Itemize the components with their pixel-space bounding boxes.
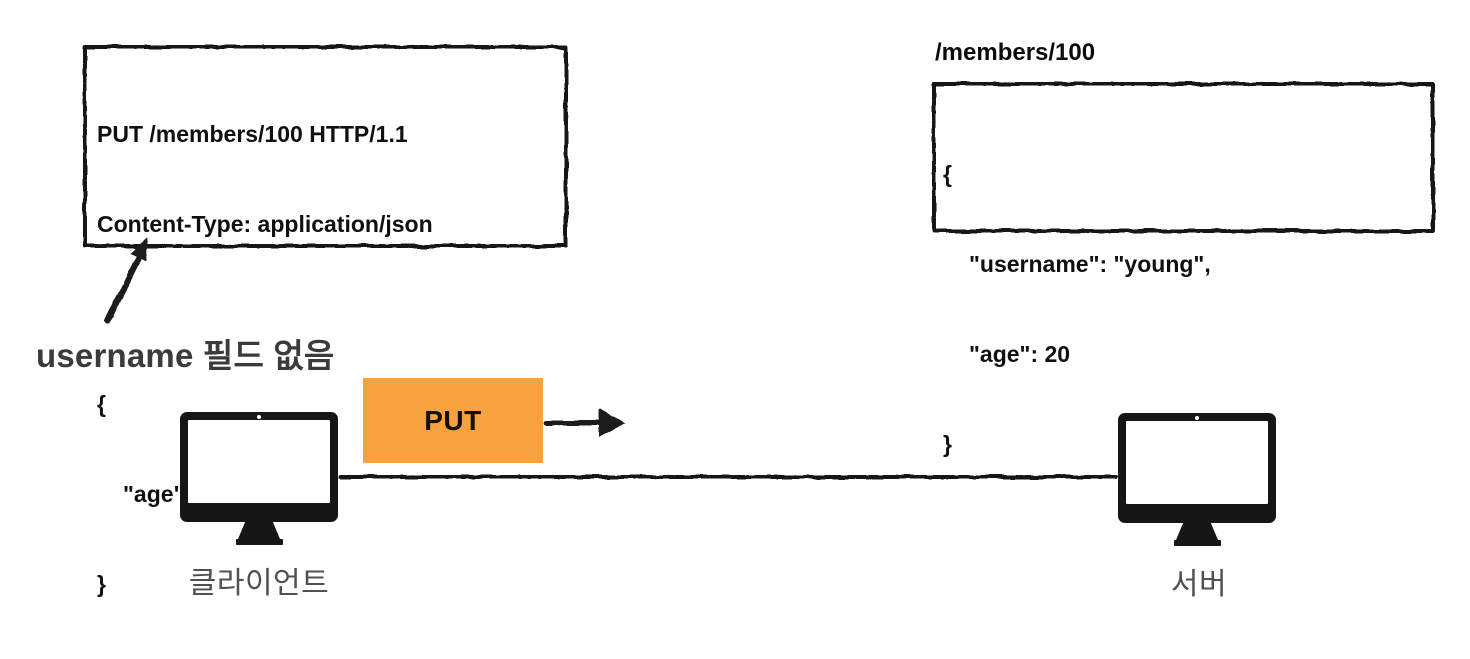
request-line-brace-close: }: [97, 571, 106, 597]
server-line-username: "username": "young",: [969, 251, 1211, 277]
http-put-diagram: PUT /members/100 HTTP/1.1 Content-Type: …: [36, 39, 1435, 601]
put-method-box: PUT: [363, 378, 543, 463]
connection-line: [339, 475, 1118, 479]
server-box-border: [932, 82, 1435, 233]
http-request-box: PUT /members/100 HTTP/1.1 Content-Type: …: [83, 45, 568, 597]
put-arrow-icon: [543, 409, 626, 437]
server-label: 서버: [1170, 568, 1228, 601]
resource-path-label: /members/100: [935, 39, 1096, 66]
server-monitor-stand: [1176, 523, 1218, 540]
server-line-brace-close: }: [943, 431, 952, 457]
server-monitor-body: [1118, 413, 1276, 523]
request-box-content: PUT /members/100 HTTP/1.1 Content-Type: …: [87, 49, 564, 597]
put-method-label: PUT: [424, 404, 482, 436]
server-box-content: { "username": "young", "age": 20 }: [936, 86, 1431, 457]
server-line-age: "age": 20: [969, 341, 1071, 367]
request-line-method: PUT /members/100 HTTP/1.1: [97, 121, 408, 147]
client-label: 클라이언트: [188, 567, 330, 600]
server-data-box: { "username": "young", "age": 20 }: [932, 82, 1435, 457]
client-monitor-base: [235, 539, 283, 545]
request-line-blank: [97, 299, 558, 329]
client-monitor-screen: [188, 420, 330, 503]
camera-dot-icon: [257, 415, 261, 419]
server-monitor-icon: [1118, 413, 1276, 546]
client-monitor-body: [180, 412, 338, 522]
client-monitor-stand: [238, 522, 280, 539]
server-monitor-screen: [1126, 421, 1268, 504]
annotation-arrow-icon: [105, 238, 148, 323]
annotation-label: username 필드 없음: [36, 337, 335, 374]
client-monitor-icon: [180, 412, 338, 545]
request-line-content-type: Content-Type: application/json: [97, 211, 433, 237]
server-line-brace-open: {: [943, 161, 952, 187]
server-monitor-base: [1173, 540, 1221, 546]
camera-dot-icon: [1195, 416, 1199, 420]
request-line-brace-open: {: [97, 391, 106, 417]
request-box-border: [83, 45, 568, 248]
